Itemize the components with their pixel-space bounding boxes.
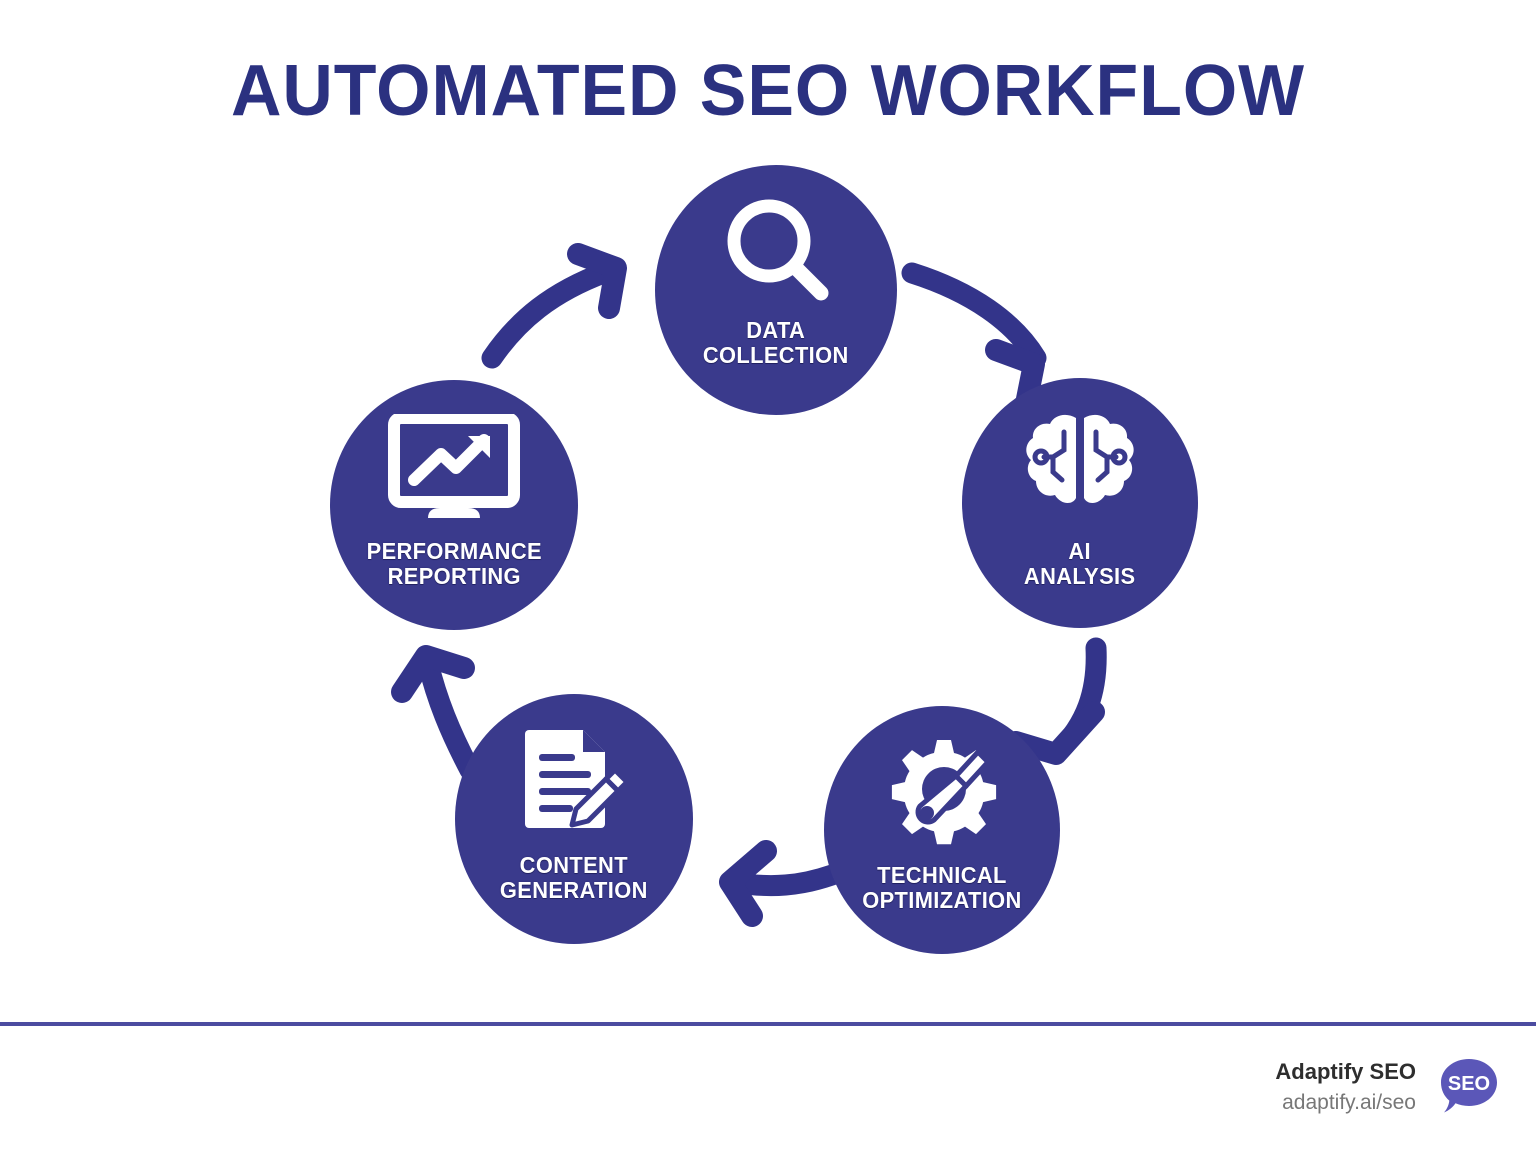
footer: Adaptify SEO adaptify.ai/seo SEO [1275, 1056, 1500, 1118]
cycle-node-label: DATA COLLECTION [703, 317, 849, 368]
cycle-node-label: AI ANALYSIS [1024, 538, 1136, 589]
monitor-chart-icon [388, 412, 520, 525]
magnifying-glass-icon [717, 195, 835, 310]
footer-divider [0, 1022, 1536, 1026]
seo-workflow-cycle-diagram: DATA COLLECTION [330, 165, 1198, 954]
gear-wrench-icon [882, 734, 1002, 851]
logo-text: SEO [1448, 1073, 1490, 1095]
page-title: AUTOMATED SEO WORKFLOW [230, 51, 1306, 131]
footer-text-block: Adaptify SEO adaptify.ai/seo [1275, 1058, 1416, 1116]
speech-bubble-icon: SEO [1438, 1056, 1500, 1118]
cycle-node-data-collection[interactable]: DATA COLLECTION [655, 165, 897, 415]
cycle-node-label: TECHNICAL OPTIMIZATION [862, 862, 1022, 913]
cycle-node-label: CONTENT GENERATION [500, 852, 648, 903]
cycle-connectors [391, 243, 1107, 927]
arrow-performance-to-data [481, 243, 627, 369]
cycle-node-performance-reporting[interactable]: PERFORMANCE REPORTING [330, 380, 578, 630]
cycle-node-ai-analysis[interactable]: AI ANALYSIS [962, 378, 1198, 628]
document-pencil-icon [515, 724, 633, 841]
arrow-ai-to-technical [1005, 637, 1107, 765]
arrow-content-to-performance [391, 645, 481, 781]
brain-circuit-icon [1022, 410, 1138, 523]
arrow-data-to-ai [901, 262, 1047, 415]
cycle-node-label: PERFORMANCE REPORTING [366, 538, 542, 589]
arrow-technical-to-content [719, 840, 843, 927]
footer-brand-name: Adaptify SEO [1275, 1059, 1416, 1085]
cycle-node-content-generation[interactable]: CONTENT GENERATION [455, 694, 693, 944]
footer-url[interactable]: adaptify.ai/seo [1282, 1090, 1416, 1114]
cycle-node-technical-optimization[interactable]: TECHNICAL OPTIMIZATION [824, 706, 1060, 954]
